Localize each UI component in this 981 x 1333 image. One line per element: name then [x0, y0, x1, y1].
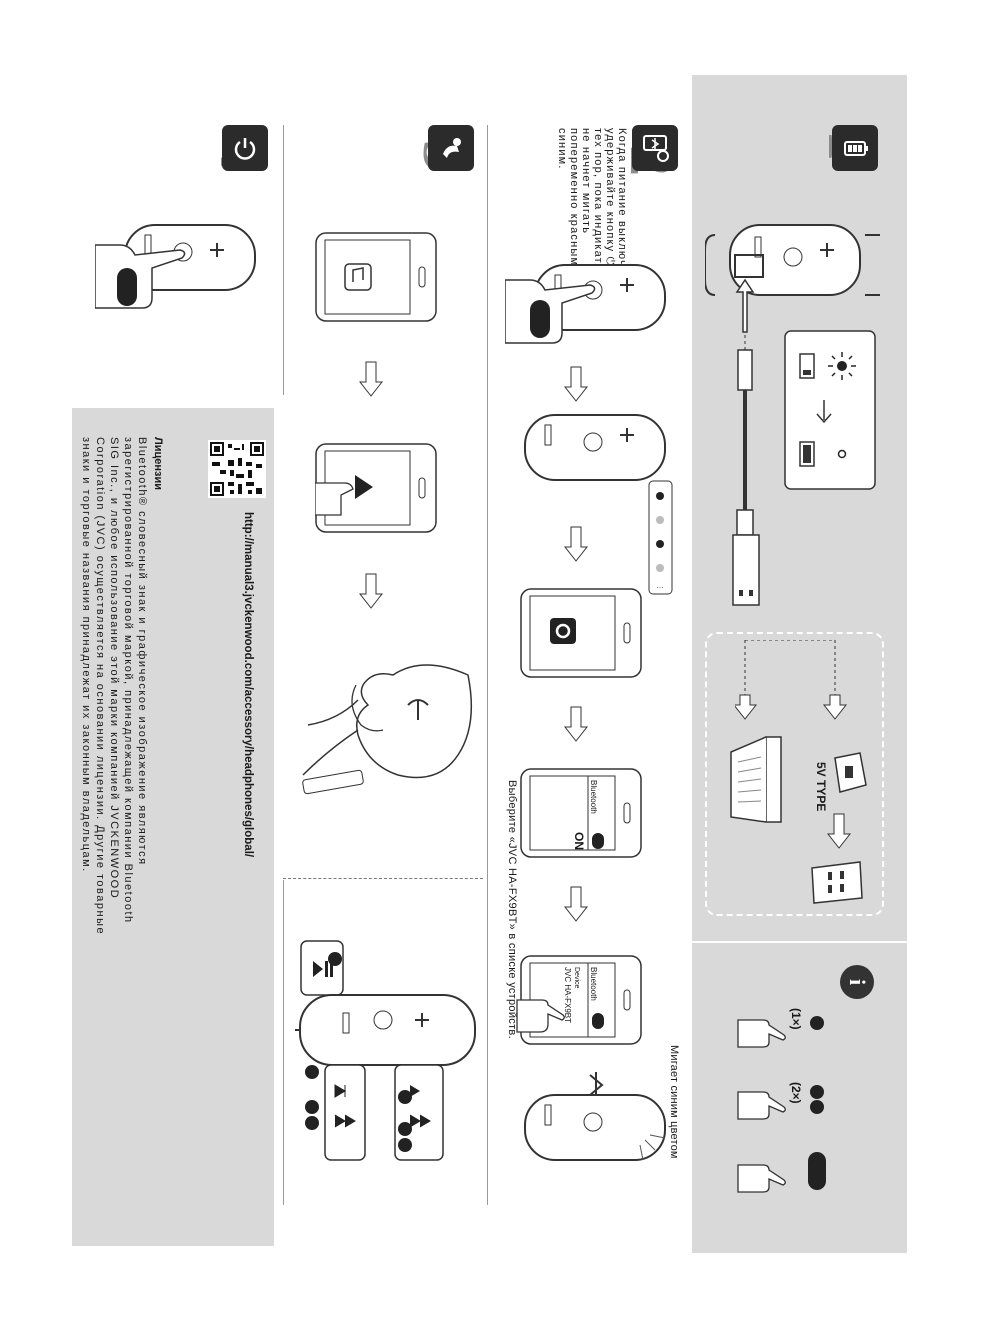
- info-icon: i: [840, 965, 874, 999]
- press-twice-label: (2×): [789, 1082, 803, 1104]
- remote-control-illustration: [705, 224, 880, 296]
- license-line-2: зарегистрированной торговой маркой, прин…: [122, 437, 134, 924]
- power-arrows: [735, 640, 848, 720]
- usb-cable-illustration: [732, 278, 760, 606]
- arrow-down-icon: [563, 886, 589, 922]
- phone-on-label: ON: [572, 832, 586, 850]
- power-icon: [222, 125, 268, 171]
- next-dot-b: [398, 1138, 412, 1152]
- bluetooth-phone-icon: [632, 125, 678, 171]
- arrow-down-icon: [563, 706, 589, 742]
- phone-play-illustration: [315, 443, 437, 533]
- license-block: Лицензии Bluetooth® словесный знак и гра…: [79, 437, 165, 935]
- remote-controls-illustration: [295, 940, 476, 1161]
- adapter-label: 5V TYPE: [814, 762, 828, 812]
- arrow-down-icon: [358, 573, 384, 609]
- hand-tap-icon: [516, 999, 565, 1033]
- charging-indicator-box: [784, 330, 876, 490]
- play-pause-dot: [328, 952, 342, 966]
- phone-music-illustration: [315, 232, 437, 322]
- phone-bluetooth-label-2: Bluetooth: [589, 967, 598, 1001]
- prev-dot-b: [305, 1116, 319, 1130]
- license-line-1: Bluetooth® словесный знак и графическое …: [136, 437, 148, 866]
- arrow-down-icon: [826, 813, 852, 849]
- arrow-down-icon: [563, 366, 589, 402]
- remote-blinking-illustration: [524, 414, 666, 481]
- battery-icon: [832, 125, 878, 171]
- phone-bluetooth-on-illustration: [520, 768, 642, 858]
- qr-code-icon: [208, 440, 266, 498]
- license-title: Лицензии: [152, 437, 164, 490]
- wall-outlet-icon: [811, 861, 863, 904]
- step1-panel: [692, 75, 907, 941]
- prev-dot-a: [305, 1100, 319, 1114]
- remote-hand-illustration: [505, 264, 666, 344]
- manual-url: http://manual3.jvckenwood.com/accessory/…: [242, 512, 254, 858]
- info-panel: [692, 943, 907, 1253]
- button-dot-2x-b: [810, 1100, 824, 1114]
- next-dot-a: [398, 1122, 412, 1136]
- button-dot-2x-a: [810, 1085, 824, 1099]
- license-line-4: Corporation (JVC) осуществляется на осно…: [94, 437, 106, 936]
- press-once-label: (1×): [789, 1008, 803, 1030]
- led-blink-sequence-box: …: [648, 480, 673, 595]
- hand-press-once-icon: [737, 1019, 786, 1048]
- divider-step4: [283, 880, 284, 1205]
- phone-settings-illustration: [520, 588, 642, 678]
- volume-up-dot: [398, 1090, 412, 1104]
- arrow-down-icon: [563, 526, 589, 562]
- phone-bluetooth-label: Bluetooth: [589, 780, 598, 814]
- hand-press-twice-icon: [737, 1091, 786, 1120]
- license-line-5: знаки и торговые названия принадлежат их…: [80, 437, 92, 873]
- license-panel: [72, 408, 274, 1246]
- remote-power-hand-illustration: [95, 224, 256, 309]
- dashed-divider: [283, 878, 483, 879]
- license-line-3: SIG Inc., и любое использование этой мар…: [108, 437, 120, 900]
- volume-down-dot: [305, 1065, 319, 1079]
- usb-adapter-icon: [834, 752, 867, 793]
- svg-text:…: …: [656, 581, 664, 590]
- divider-step2: [487, 125, 488, 1205]
- music-phone-icon: [428, 125, 474, 171]
- long-press-bar-icon: [808, 1152, 826, 1190]
- power-sources-box: [705, 632, 884, 916]
- button-dot-1x: [810, 1016, 824, 1030]
- laptop-icon: [730, 736, 782, 823]
- person-listening-illustration: [302, 664, 473, 795]
- remote-blue-blink-illustration: [524, 1094, 666, 1161]
- hand-hold-icon: [737, 1164, 786, 1193]
- divider-step3: [283, 125, 284, 395]
- arrow-down-icon: [358, 361, 384, 397]
- phone-device-label: Device: [573, 967, 580, 989]
